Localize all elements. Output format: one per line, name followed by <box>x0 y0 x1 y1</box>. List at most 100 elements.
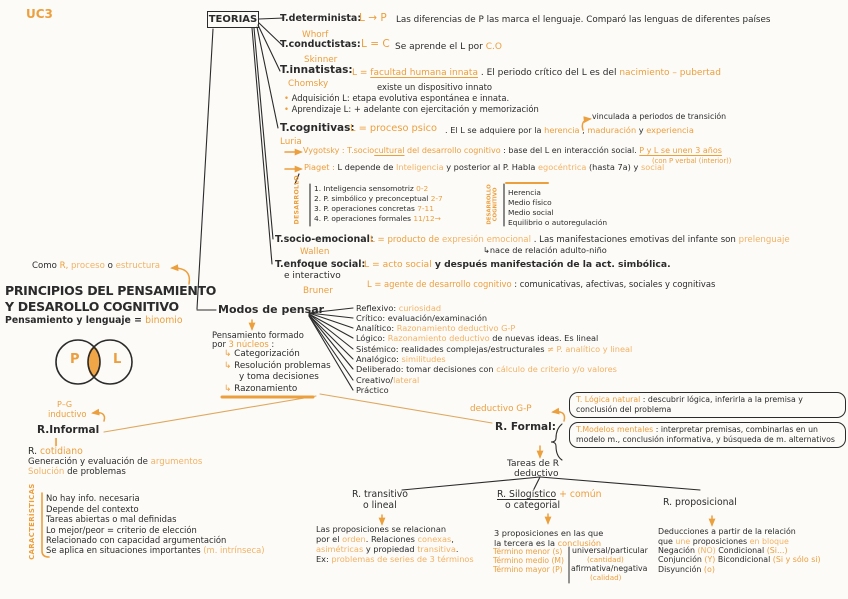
teoria-innatista-author: Chomsky <box>288 79 329 89</box>
silogistico-name2: o categorial <box>505 500 561 511</box>
factor-row-2: Medio físico <box>508 198 552 207</box>
stage-row-4: 4. P. operaciones formales 11/12→ <box>314 214 441 223</box>
silogistico-termino-menor: Término menor (s) <box>493 547 563 556</box>
venn-label-l: L <box>113 352 122 367</box>
silogistico-termino-medio: Término medio (M) <box>493 556 564 565</box>
silogistico-line2: la tercera es la conclusión <box>494 538 602 548</box>
razonamiento-branch-lines <box>103 393 493 433</box>
proposicional-line5: Disyunción (o) <box>658 565 715 574</box>
teoria-determinista-formula: L → P <box>359 12 387 24</box>
teoria-cognitiva-author: Luria <box>280 137 302 147</box>
silogistico-name: R. Silogístico + común <box>497 489 602 500</box>
teoria-enfoque-title: T.enfoque social: <box>275 259 366 270</box>
informal-tag-inductivo: inductivo <box>48 409 87 419</box>
caracteristicas-label: CARACTERÍSTICAS <box>28 483 37 560</box>
venn-circle-l <box>87 339 133 385</box>
carac-row-6: Se aplica en situaciones importantes (m.… <box>46 545 265 555</box>
venn-label-p: P <box>70 352 80 367</box>
teoria-cognitiva-annotation: vinculada a periodos de transición <box>592 112 727 121</box>
formal-name: R. Formal: <box>495 421 556 433</box>
teoria-innatista-desc2: existe un dispositivo innato <box>377 82 493 92</box>
modo-critico: Crítico: evaluación/examinación <box>356 313 488 323</box>
factor-row-1: Herencia <box>508 188 541 197</box>
teoria-socioemocional-sub: ↳nace de relación adulto-niño <box>483 245 607 255</box>
silogistico-col-cantidad: universal/particular <box>572 546 648 555</box>
transitivo-line2: por el orden. Relaciones conexas, <box>316 534 454 544</box>
innatista-bullet-aprendizaje: • Aprendizaje L: + adelante con ejercita… <box>284 104 539 114</box>
informal-name: R.Informal <box>37 424 100 436</box>
teoria-socioemocional-desc: L = producto de expresión emocional . La… <box>370 235 790 245</box>
teoria-socioemocional-author: Wallen <box>300 247 330 257</box>
proposicional-line1: Deducciones a partir de la relación <box>658 527 796 536</box>
teoria-conductista-author: Skinner <box>304 55 338 65</box>
modo-sistemico: Sistémico: realidades complejas/estructu… <box>356 344 633 354</box>
formal-tag-deductivo: deductivo G-P <box>470 404 532 414</box>
nucleo-resolucion: ↳ Resolución problemas <box>224 361 331 371</box>
silogistico-col-cantidad-note: (cantidad) <box>587 555 624 564</box>
teoria-cognitiva-desc: . El L se adquiere por la herencia , mad… <box>445 125 694 135</box>
teoria-conductista-desc: Se aprende el L por C.O <box>395 42 502 52</box>
teoria-conductista-formula: L = C <box>361 38 390 50</box>
modo-analitico: Analítico: Razonamiento deductivo G-P <box>356 323 516 333</box>
teoria-innatista-desc: L = facultad humana innata . El periodo … <box>352 68 721 78</box>
teoria-determinista-title: T.determinista: <box>280 13 362 24</box>
silogistico-termino-mayor: Término mayor (P) <box>493 565 563 574</box>
transitivo-line3: asimétricas y propiedad transitiva. <box>316 544 459 554</box>
proposicional-line2: que une proposiciones en bloque <box>658 537 789 546</box>
teoria-conductista-title: T.conductistas: <box>280 39 361 50</box>
silogistico-col-calidad: afirmativa/negativa <box>571 564 648 573</box>
transitivo-name: R. transitivo <box>352 489 408 500</box>
teoria-enfoque-line2: L = agente de desarrollo cognitivo : com… <box>367 279 716 289</box>
modo-reflexivo: Reflexivo: curiosidad <box>356 303 442 313</box>
modo-deliberado: Deliberado: tomar decisiones con cálculo… <box>356 364 617 374</box>
factors-table-label: DESARROLLO COGNITIVO <box>486 184 499 225</box>
page-subtitle: Pensamiento y lenguaje = binomio <box>5 315 183 326</box>
principios-note: Como R, proceso o estructura <box>32 261 161 271</box>
teoria-innatista-title: T.innatistas: <box>280 64 353 76</box>
transitivo-line4: Ex: problemas de series de 3 términos <box>316 554 474 564</box>
teoria-enfoque-author: Bruner <box>303 286 333 296</box>
stages-table-label: DESARROLLO <box>293 175 301 225</box>
modos-header: Modos de pensar <box>218 303 325 316</box>
teoria-cognitiva-formula: L = proceso psico <box>350 123 437 134</box>
vygotsky-line: Vygotsky : T.sociocultural del desarroll… <box>303 146 722 155</box>
tareas-line1: Tareas de R <box>507 459 559 469</box>
nucleo-resolucion-cont: y toma decisiones <box>239 372 319 382</box>
informal-equiv-mark: ‖ <box>54 437 58 446</box>
proposicional-line3: Negación (NO) Condicional (Si...) <box>658 546 788 555</box>
modos-formed-line2: por 3 núcleos : <box>212 339 275 349</box>
carac-row-3: Tareas abiertas o mal definidas <box>46 514 177 524</box>
carac-row-1: No hay info. necesaria <box>46 493 140 503</box>
silogistico-col-calidad-note: (calidad) <box>590 573 622 582</box>
proposicional-line4: Conjunción (Y) Bicondicional (Si y sólo … <box>658 555 821 564</box>
modo-practico: Práctico <box>356 385 389 395</box>
teoria-enfoque-line1: L = acto social y después manifestación … <box>364 259 671 270</box>
carac-row-2: Depende del contexto <box>46 504 139 514</box>
page-title-line2: Y DESAROLLO COGNITIVO <box>5 299 179 314</box>
modos-formed-line1: Pensamiento formado <box>212 330 304 340</box>
teoria-cognitiva-title: T.cognitivas: <box>280 122 355 134</box>
informal-line1: Generación y evaluación de argumentos <box>28 457 203 467</box>
proposicional-name: R. proposicional <box>663 497 737 508</box>
vygotsky-note: (con P verbal (interior)) <box>652 157 732 165</box>
teorias-root-label: TEORIAS <box>208 14 258 25</box>
venn-intersection <box>87 347 101 377</box>
carac-row-5: Relacionado con capacidad argumentación <box>46 535 227 545</box>
factor-row-4: Equilibrio o autoregulación <box>508 218 608 227</box>
informal-alias: R. cotidiano <box>28 446 83 457</box>
teoria-determinista-desc: Las diferencias de P las marca el lengua… <box>396 15 771 25</box>
silogistico-line1: 3 proposiciones en las que <box>494 528 604 538</box>
innatista-bullet-adquisicion: • Adquisición L: etapa evolutiva espontá… <box>284 93 510 103</box>
carac-row-4: Lo mejor/peor = criterio de elección <box>46 525 197 535</box>
teoria-enfoque-title2: e interactivo <box>284 271 341 281</box>
modo-logico: Lógico: Razonamiento deductivo de nuevas… <box>356 333 599 343</box>
teoria-logica-natural-box: T. Lógica natural : descubrir lógica, in… <box>569 392 846 419</box>
stage-row-2: 2. P. simbólico y preconceptual 2-7 <box>314 194 443 203</box>
nucleo-razonamiento: ↳ Razonamiento <box>224 384 298 394</box>
unit-tag: UC3 <box>26 7 53 21</box>
teoria-modelos-mentales-box: T.Modelos mentales : interpretar premisa… <box>569 422 846 449</box>
tareas-line2: deductivo <box>514 469 559 479</box>
modo-analogico: Analógico: similitudes <box>356 354 446 364</box>
informal-line2: Solución de problemas <box>28 467 126 477</box>
